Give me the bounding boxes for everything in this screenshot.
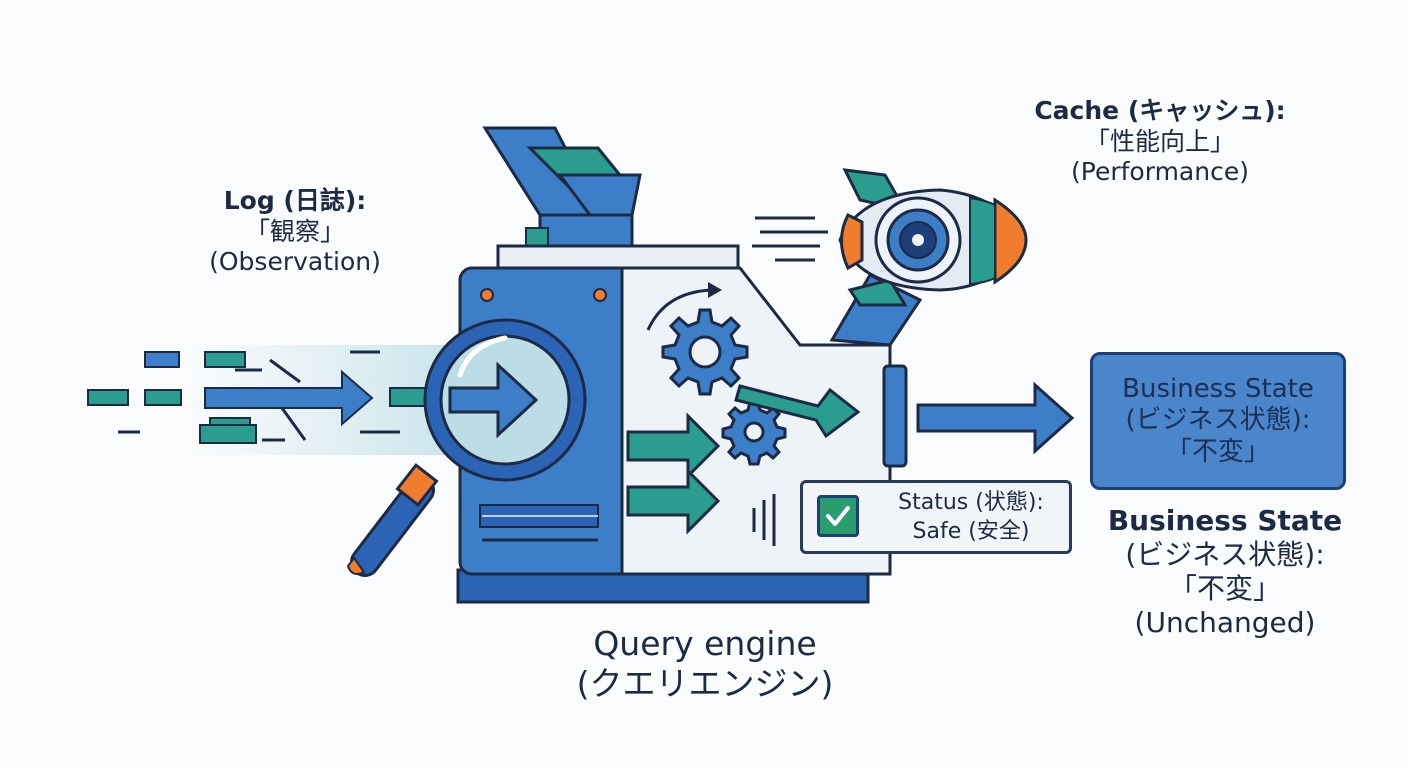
- checkmark-icon: [817, 495, 859, 537]
- log-label: Log (日誌): 「観察」 (Observation): [180, 186, 410, 278]
- engine-japanese: (クエリエンジン): [576, 664, 834, 704]
- business-state-box: Business State (ビジネス状態): 「不変」: [1090, 352, 1346, 490]
- state-box-japanese: (ビジネス状態):: [1125, 405, 1311, 436]
- business-state-label: Business State (ビジネス状態): 「不変」 (Unchanged…: [1075, 504, 1375, 641]
- state-english: (Unchanged): [1134, 606, 1316, 640]
- cache-english: (Performance): [1071, 157, 1249, 186]
- status-badge: Status (状態): Safe (安全): [800, 480, 1072, 554]
- magnifier-icon: [346, 318, 587, 577]
- state-japanese: (ビジネス状態):: [1125, 538, 1325, 572]
- internal-flow-arrows: [626, 384, 861, 546]
- query-engine-label: Query engine (クエリエンジン): [520, 624, 890, 705]
- status-line: Status (状態):: [898, 490, 1044, 515]
- cache-title: Cache (キャッシュ):: [1034, 96, 1286, 125]
- cache-japanese: 「性能向上」: [1084, 126, 1235, 156]
- engine-title: Query engine: [593, 624, 817, 663]
- output-arrow: [916, 381, 1075, 455]
- hopper: [482, 126, 740, 274]
- log-title: Log (日誌):: [223, 186, 367, 215]
- gear-icon: [646, 282, 749, 396]
- state-box-title: Business State: [1122, 374, 1314, 405]
- log-data-stream: [87, 345, 470, 455]
- status-value: Safe (安全): [912, 518, 1030, 544]
- log-english: (Observation): [209, 247, 381, 276]
- cache-label: Cache (キャッシュ): 「性能向上」 (Performance): [1000, 96, 1320, 188]
- state-title: Business State: [1107, 504, 1343, 537]
- cache-rocket-icon: [752, 168, 1028, 347]
- log-japanese: 「観察」: [244, 216, 345, 246]
- state-box-value: 「不変」: [1165, 436, 1270, 467]
- state-value: 「不変」: [1168, 572, 1281, 606]
- small-gear-icon: [721, 400, 787, 466]
